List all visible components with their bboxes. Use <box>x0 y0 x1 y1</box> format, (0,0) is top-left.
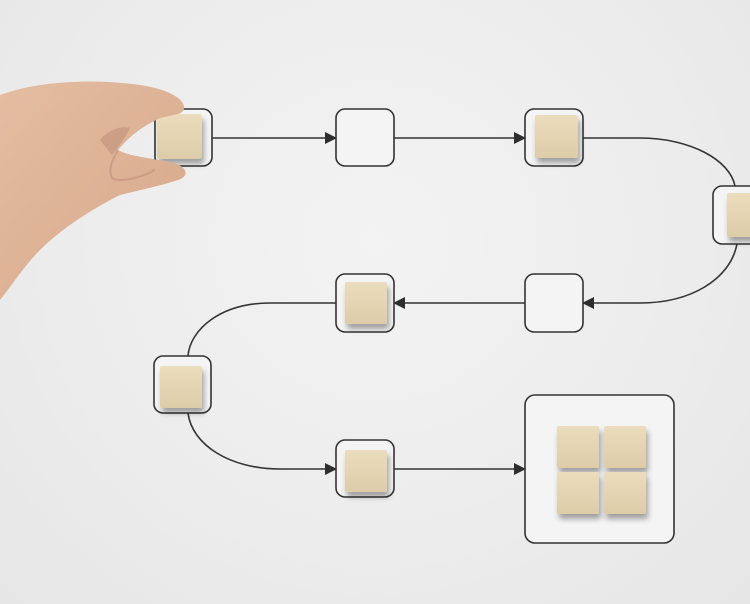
block-9b <box>604 426 646 468</box>
block-1 <box>157 114 202 159</box>
connectors <box>187 132 738 475</box>
curve-4-5 <box>582 243 738 309</box>
block-9d <box>604 472 646 514</box>
block-8 <box>345 450 387 492</box>
curve-3-4 <box>583 137 736 187</box>
block-3 <box>535 115 578 158</box>
block-9a <box>557 426 599 468</box>
block-4 <box>727 193 750 237</box>
node-frames <box>153 108 750 544</box>
block-7 <box>160 366 202 408</box>
curve-6-7 <box>187 302 336 357</box>
node-5-frame <box>524 273 584 333</box>
block-9c <box>557 472 599 514</box>
curve-7-8 <box>187 412 337 475</box>
block-6 <box>345 282 387 324</box>
node-2-frame <box>335 108 395 167</box>
hand <box>0 81 186 300</box>
node-9-frame <box>524 394 675 544</box>
wooden-blocks <box>157 114 750 514</box>
